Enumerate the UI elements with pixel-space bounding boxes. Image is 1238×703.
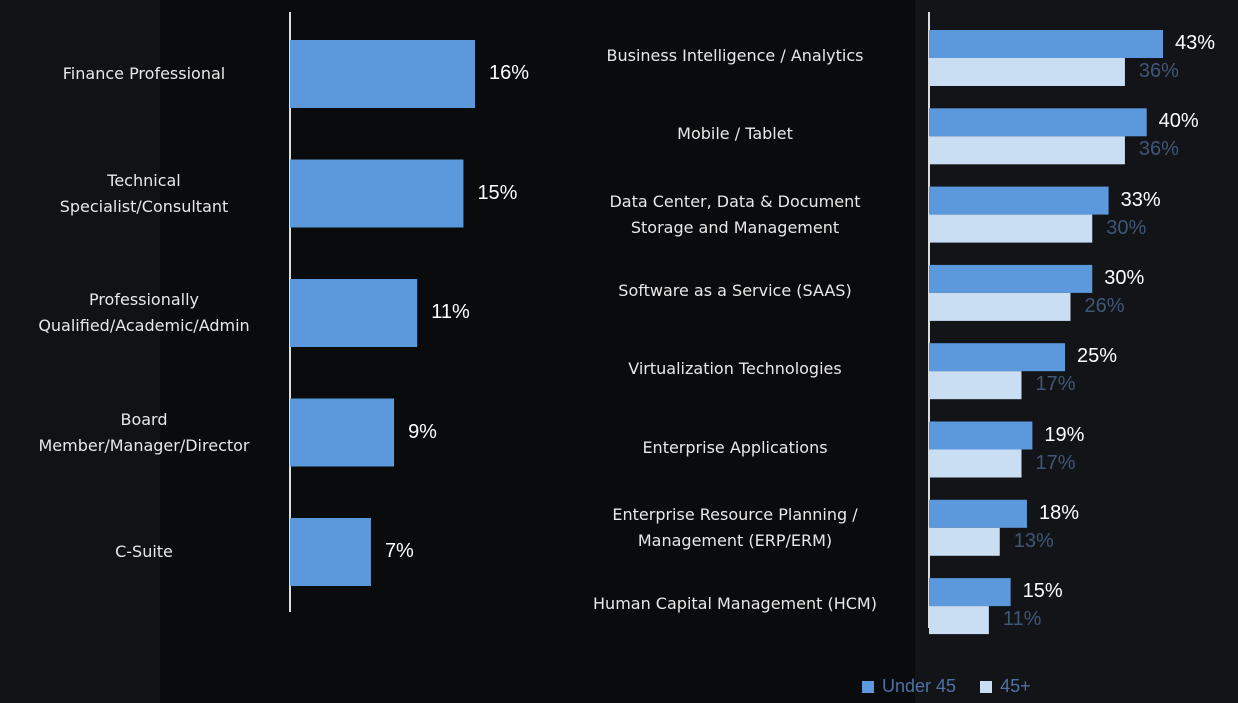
- left-value-label-0: 16%: [489, 62, 530, 84]
- right-category-line: Virtualization Technologies: [628, 359, 842, 379]
- legend: Under 45 45+: [862, 676, 1031, 697]
- right-bar-under45-0: [929, 30, 1163, 58]
- right-value-label-45plus-6: 13%: [1013, 529, 1054, 552]
- legend-swatch-under-45: [862, 680, 874, 693]
- right-value-label-under45-6: 18%: [1038, 501, 1079, 524]
- right-value-label-45plus-5: 17%: [1035, 451, 1076, 474]
- right-value-label-under45-3: 30%: [1104, 266, 1145, 289]
- right-bar-45plus-1: [929, 136, 1125, 165]
- legend-label-45-plus: 45+: [1000, 676, 1031, 696]
- left-category-line: Member/Manager/Director: [38, 435, 250, 455]
- right-value-label-45plus-7: 11%: [1002, 608, 1042, 631]
- right-value-label-45plus-0: 36%: [1138, 60, 1179, 82]
- left-category-line: Professionally: [88, 290, 200, 309]
- right-bar-45plus-6: [929, 527, 1000, 556]
- left-category-line: Technical: [107, 170, 181, 190]
- right-category-line: Business Intelligence / Analytics: [606, 46, 864, 65]
- left-bar-4: [290, 518, 371, 586]
- right-bar-45plus-5: [929, 449, 1022, 478]
- right-bar-under45-4: [929, 343, 1066, 372]
- right-category-label-7: Human Capital Management (HCM): [555, 591, 915, 617]
- right-category-line: Enterprise Resource Planning /: [612, 504, 858, 524]
- right-category-label-3: Software as a Service (SAAS): [555, 278, 915, 304]
- legend-label-under-45: Under 45: [882, 676, 957, 696]
- right-bar-45plus-2: [929, 214, 1093, 243]
- right-category-line: Storage and Management: [630, 217, 840, 237]
- right-category-line: Software as a Service (SAAS): [618, 280, 852, 300]
- right-category-label-1: Mobile / Tablet: [555, 121, 915, 147]
- right-category-line: Enterprise Applications: [642, 437, 828, 457]
- right-category-line: Management (ERP/ERM): [637, 530, 833, 550]
- left-category-line: Specialist/Consultant: [59, 196, 229, 216]
- right-value-label-under45-7: 15%: [1022, 580, 1063, 603]
- right-bar-under45-1: [929, 108, 1147, 137]
- right-bar-under45-7: [929, 578, 1011, 607]
- right-bar-45plus-0: [929, 58, 1125, 86]
- left-bar-2: [290, 279, 418, 347]
- left-value-label-2: 11%: [431, 301, 470, 323]
- left-bar-3: [290, 398, 395, 467]
- right-bar-45plus-3: [929, 292, 1071, 321]
- background-panel-left: [0, 0, 160, 703]
- left-value-label-3: 9%: [408, 420, 437, 443]
- right-value-label-45plus-4: 17%: [1035, 373, 1076, 396]
- right-category-label-6: Enterprise Resource Planning / Management…: [555, 502, 915, 554]
- right-bar-45plus-7: [929, 606, 989, 635]
- right-value-label-under45-1: 40%: [1158, 110, 1199, 133]
- left-category-line: Qualified/Academic/Admin: [38, 316, 250, 335]
- right-bar-under45-6: [929, 499, 1027, 528]
- right-category-line: Mobile / Tablet: [677, 124, 793, 144]
- right-category-label-4: Virtualization Technologies: [555, 356, 915, 382]
- right-bar-under45-2: [929, 186, 1109, 215]
- left-category-label-0: Finance Professional: [10, 61, 278, 87]
- right-value-label-under45-4: 25%: [1077, 345, 1118, 368]
- right-category-line: Human Capital Management (HCM): [593, 594, 877, 614]
- right-value-label-under45-5: 19%: [1044, 423, 1085, 446]
- left-category-line: Board: [120, 409, 168, 429]
- left-value-label-4: 7%: [384, 540, 414, 562]
- right-bar-under45-5: [929, 421, 1033, 450]
- left-bar-1: [290, 159, 464, 228]
- right-bar-under45-3: [929, 264, 1093, 293]
- right-value-label-45plus-2: 30%: [1106, 216, 1147, 239]
- legend-swatch-45-plus: [980, 680, 993, 693]
- left-category-line: C-Suite: [115, 542, 173, 561]
- right-value-label-under45-0: 43%: [1175, 32, 1216, 54]
- right-value-label-under45-2: 33%: [1120, 188, 1161, 211]
- left-value-label-1: 15%: [477, 181, 518, 204]
- left-category-label-4: C-Suite: [10, 539, 278, 565]
- right-category-label-0: Business Intelligence / Analytics: [555, 43, 915, 69]
- right-category-label-5: Enterprise Applications: [555, 435, 915, 461]
- left-bar-0: [290, 40, 475, 108]
- right-bar-45plus-4: [929, 371, 1022, 400]
- left-category-line: Finance Professional: [62, 64, 226, 83]
- right-value-label-45plus-1: 36%: [1138, 138, 1179, 161]
- right-category-line: Data Center, Data & Document: [609, 191, 861, 211]
- right-value-label-45plus-3: 26%: [1084, 294, 1125, 317]
